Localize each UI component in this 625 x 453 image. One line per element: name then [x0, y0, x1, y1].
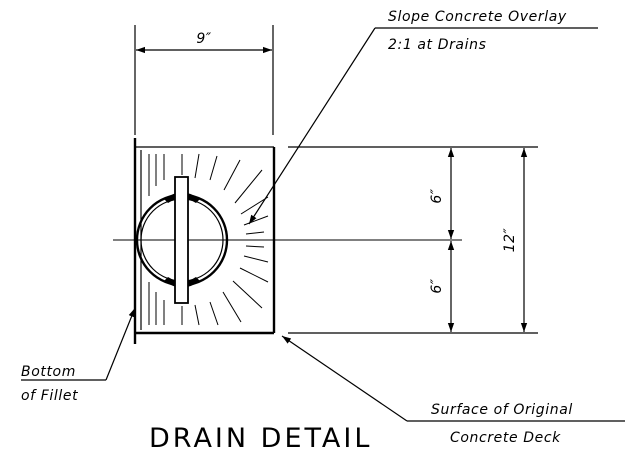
- width-dimension: 9″: [134, 25, 274, 135]
- slope-leader: [248, 27, 376, 225]
- deck-leader: [281, 335, 408, 422]
- slope-note: Slope Concrete Overlay 2:1 at Drains: [248, 9, 598, 225]
- lower-height-label: 6″: [429, 278, 445, 293]
- drawing-title: DRAIN DETAIL: [149, 423, 372, 453]
- width-dimension-label: 9″: [196, 31, 211, 47]
- upper-height-label: 6″: [429, 188, 445, 203]
- slope-note-line1: Slope Concrete Overlay: [388, 9, 567, 25]
- fillet-note-line1: Bottom: [21, 364, 76, 380]
- fillet-note-line2: of Fillet: [21, 388, 78, 404]
- deck-note-line2: Concrete Deck: [450, 430, 561, 446]
- slope-note-line2: 2:1 at Drains: [388, 37, 486, 53]
- grate-bar: [174, 176, 189, 304]
- deck-note-line1: Surface of Original: [431, 402, 573, 418]
- fillet-leader: [105, 307, 136, 381]
- drain-body: [113, 138, 462, 344]
- fillet-note: Bottom of Fillet: [21, 307, 136, 404]
- total-height-label: 12″: [502, 227, 518, 252]
- slope-hatch-lines: [148, 153, 269, 326]
- deck-note: Surface of Original Concrete Deck: [281, 335, 625, 446]
- height-dimensions: 6″ 6″ 12″: [288, 146, 538, 334]
